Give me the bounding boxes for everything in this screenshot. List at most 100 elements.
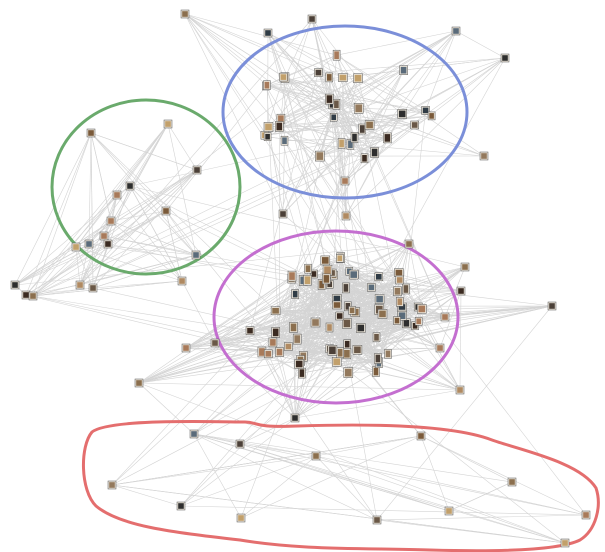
magenta-cluster-node[interactable] [294,359,304,369]
green-cluster-node[interactable] [163,119,173,129]
magenta-cluster-node[interactable] [393,286,402,297]
blue-cluster-node[interactable] [263,132,272,141]
magenta-cluster-node[interactable] [377,309,388,319]
blue-cluster-node[interactable] [341,211,351,221]
magenta-cluster-node[interactable] [393,316,401,325]
red-cluster-node[interactable] [560,538,570,548]
magenta-cluster-node[interactable] [372,332,381,343]
magenta-cluster-node[interactable] [342,318,352,329]
red-cluster-node[interactable] [235,439,245,449]
green-cluster-node[interactable] [125,181,135,191]
blue-cluster-node[interactable] [353,73,363,83]
magenta-cluster-node[interactable] [134,378,144,388]
blue-cluster-node[interactable] [370,147,379,158]
magenta-cluster-node[interactable] [397,310,407,321]
magenta-cluster-node[interactable] [332,300,342,310]
blue-cluster-node[interactable] [325,72,334,83]
red-cluster-node[interactable] [416,431,426,441]
magenta-cluster-node[interactable] [331,357,342,367]
magenta-cluster-node[interactable] [310,269,318,279]
blue-cluster-node[interactable] [364,120,375,130]
blue-cluster-node[interactable] [397,109,407,119]
magenta-cluster-node[interactable] [268,337,278,348]
magenta-cluster-node[interactable] [298,367,306,379]
magenta-cluster-node[interactable] [394,268,404,277]
blue-cluster-node[interactable] [500,53,510,63]
magenta-cluster-node[interactable] [271,327,280,338]
blue-cluster-node[interactable] [279,72,288,82]
magenta-cluster-node[interactable] [335,311,344,321]
blue-cluster-node[interactable] [337,138,346,149]
magenta-cluster-node[interactable] [343,339,351,349]
magenta-cluster-node[interactable] [317,279,326,290]
magenta-cluster-node[interactable] [396,297,404,307]
magenta-cluster-node[interactable] [284,342,293,351]
green-cluster-node[interactable] [84,239,94,249]
magenta-cluster-node[interactable] [455,385,465,395]
magenta-cluster-node[interactable] [343,367,354,378]
blue-cluster-node[interactable] [346,139,355,150]
red-cluster-node[interactable] [372,515,382,525]
blue-cluster-node[interactable] [451,26,461,36]
magenta-cluster-node[interactable] [374,294,385,304]
red-cluster-node[interactable] [507,477,517,487]
green-cluster-node[interactable] [161,206,171,216]
magenta-cluster-node[interactable] [414,317,423,326]
green-cluster-node[interactable] [71,242,81,252]
red-cluster-node[interactable] [189,429,199,439]
green-cluster-node[interactable] [177,276,187,286]
magenta-cluster-node[interactable] [270,306,281,316]
magenta-cluster-node[interactable] [374,272,384,282]
magenta-cluster-node[interactable] [395,275,404,285]
red-cluster-node[interactable] [444,506,454,516]
magenta-cluster-node[interactable] [460,262,470,272]
magenta-cluster-node[interactable] [417,304,427,314]
blue-cluster-node[interactable] [350,132,359,143]
magenta-cluster-node[interactable] [356,323,366,333]
magenta-cluster-node[interactable] [322,273,331,285]
blue-cluster-node[interactable] [427,111,436,121]
green-cluster-node[interactable] [192,165,202,175]
magenta-cluster-node[interactable] [264,349,273,359]
green-cluster-node[interactable] [86,128,96,138]
magenta-cluster-node[interactable] [367,283,376,292]
green-cluster-node[interactable] [103,239,113,249]
blue-cluster-node[interactable] [399,65,408,75]
magenta-cluster-node[interactable] [372,366,380,377]
blue-cluster-node[interactable] [275,121,284,132]
green-cluster-node[interactable] [88,283,98,293]
magenta-cluster-node[interactable] [291,289,299,299]
magenta-cluster-node[interactable] [303,274,312,286]
magenta-cluster-node[interactable] [292,333,302,345]
blue-cluster-node[interactable] [263,122,274,132]
magenta-cluster-node[interactable] [404,239,414,249]
red-cluster-node[interactable] [176,501,186,511]
magenta-cluster-node[interactable] [440,312,450,322]
blue-cluster-node[interactable] [263,28,273,38]
magenta-cluster-node[interactable] [336,254,344,263]
blue-cluster-node[interactable] [383,132,392,144]
magenta-cluster-node[interactable] [456,286,466,296]
blue-cluster-node[interactable] [360,153,369,164]
blue-cluster-node[interactable] [410,120,419,130]
magenta-cluster-node[interactable] [245,326,255,335]
blue-cluster-node[interactable] [329,113,338,122]
magenta-cluster-node[interactable] [352,345,363,355]
magenta-cluster-node[interactable] [342,282,350,294]
magenta-cluster-node[interactable] [290,413,300,423]
blue-cluster-node[interactable] [307,14,317,24]
green-cluster-node[interactable] [191,250,201,260]
magenta-cluster-node[interactable] [384,349,392,359]
blue-cluster-node[interactable] [280,135,289,146]
green-cluster-node[interactable] [28,291,38,301]
blue-cluster-node[interactable] [314,68,323,77]
green-cluster-node[interactable] [75,280,85,290]
magenta-cluster-node[interactable] [374,353,382,364]
red-cluster-node[interactable] [311,451,321,461]
blue-cluster-node[interactable] [325,93,334,105]
red-cluster-node[interactable] [581,510,591,520]
magenta-cluster-node[interactable] [336,347,344,358]
blue-cluster-node[interactable] [358,123,367,135]
blue-cluster-node[interactable] [421,106,430,115]
magenta-cluster-node[interactable] [304,263,312,274]
